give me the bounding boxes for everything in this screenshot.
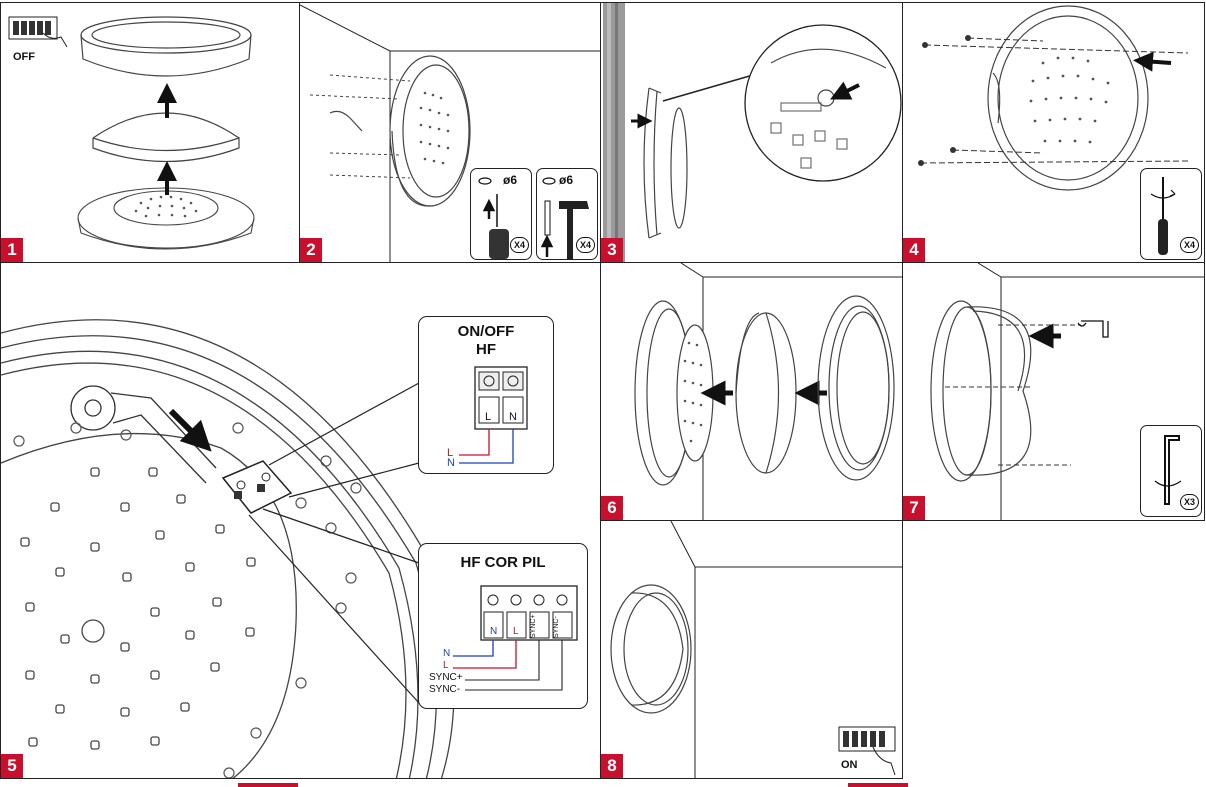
terminal-label-sync-plus: SYNC+ — [530, 614, 537, 638]
down-right-arrow-icon — [168, 408, 212, 452]
outer-ring — [80, 16, 252, 77]
wire-label-sync-minus: SYNC- — [429, 684, 461, 695]
outer-ring — [817, 295, 895, 481]
fixture-base — [643, 87, 688, 239]
wire-label-n: N — [447, 457, 455, 469]
quantity-badge: X4 — [509, 237, 529, 253]
led-array — [20, 467, 256, 750]
step-1-drawing — [8, 16, 255, 250]
led-dots — [134, 195, 198, 218]
step-7-drawing — [930, 263, 1204, 520]
hex-key-icon — [1077, 320, 1109, 338]
step-number: 6 — [601, 496, 623, 520]
breaker-switch-icon — [8, 16, 68, 48]
step-2-drawing — [300, 4, 600, 262]
step-4-panel: X4 4 — [902, 2, 1205, 263]
switch-label: ON — [841, 759, 858, 771]
step-7-panel: X3 7 — [902, 262, 1205, 521]
step-number: 3 — [601, 238, 623, 262]
terminal-label-n: N — [509, 411, 517, 423]
quantity-badge: X4 — [575, 237, 595, 253]
hole-size-label: ø6 — [559, 173, 574, 187]
step-number: 8 — [601, 754, 623, 778]
breaker-switch-icon — [838, 726, 896, 776]
wall-texture — [603, 3, 625, 262]
screwdriver-tool-box: X4 — [1140, 168, 1202, 260]
step-2-panel: ø6 X4 ø6 X4 2 — [299, 2, 601, 263]
step-8-panel: ON 8 — [600, 520, 903, 779]
terminal-label-sync-minus: SYNC- — [553, 616, 560, 638]
onoff-hf-callout: ON/OFF HF L N L N — [418, 316, 554, 474]
callout-title: HF COR PIL — [460, 554, 546, 571]
fixture-base — [389, 55, 471, 207]
led-board-base — [77, 187, 255, 250]
drill-icon — [482, 194, 509, 259]
step-5-drawing — [1, 319, 455, 778]
terminal-label-l: L — [513, 626, 519, 637]
step-number: 5 — [1, 754, 23, 778]
diffuser-dome — [735, 312, 797, 474]
step-4-drawing — [918, 5, 1189, 191]
assembled-fixture — [930, 300, 1032, 482]
step-5-panel: ON/OFF HF L N L N HF COR PIL — [0, 262, 601, 779]
drill-tool-box: ø6 X4 — [470, 168, 532, 260]
hex-key-icon — [1154, 435, 1182, 505]
step-6-panel: 6 — [600, 262, 903, 521]
step-8-drawing — [610, 521, 902, 778]
screw-lines — [309, 74, 411, 179]
bottom-red-mark — [848, 783, 908, 787]
wire-label-l: L — [447, 447, 454, 459]
cable-gland — [329, 110, 363, 132]
zoom-detail-circle — [744, 24, 902, 182]
step-3-drawing — [603, 3, 902, 262]
quantity-badge: X3 — [1179, 494, 1199, 510]
screw-lines — [945, 324, 1081, 466]
screw-holes — [13, 422, 362, 778]
led-board — [676, 324, 714, 462]
hammer-tool-box: ø6 X4 — [536, 168, 598, 260]
terminal-block — [221, 460, 293, 514]
switch-label: OFF — [13, 51, 35, 63]
hammer-icon — [540, 200, 589, 259]
step-6-drawing — [634, 263, 902, 520]
callout-title: ON/OFF — [457, 323, 515, 340]
hex-key-tool-box: X3 — [1140, 425, 1202, 517]
diffuser-dome — [92, 112, 240, 163]
fixture-closeup — [1, 319, 455, 778]
wire-label-sync-plus: SYNC+ — [429, 672, 463, 683]
connector-diagram — [453, 585, 578, 691]
wire-label-n: N — [443, 648, 451, 659]
bottom-red-mark — [238, 783, 298, 787]
step-number: 1 — [1, 238, 23, 262]
left-arrow-icon — [1133, 51, 1172, 72]
hole-size-label: ø6 — [503, 173, 518, 187]
led-dots — [419, 91, 450, 165]
step-1-panel: OFF 1 — [0, 2, 300, 263]
hf-cor-pil-callout: HF COR PIL N L SYNC+ SYNC- N L SYNC+ SYN… — [418, 543, 588, 709]
fixture-base — [987, 5, 1149, 191]
step-number: 7 — [903, 496, 925, 520]
step-number: 2 — [300, 238, 322, 262]
quantity-badge: X4 — [1179, 237, 1199, 253]
terminal-label-n: N — [490, 626, 498, 637]
connector-diagram — [459, 366, 528, 464]
wire-label-l: L — [443, 660, 449, 671]
screw-lines — [920, 37, 1189, 164]
led-dots — [1029, 56, 1110, 144]
step-number: 4 — [903, 238, 925, 262]
screwdriver-icon — [1150, 177, 1176, 255]
callout-subtitle: HF — [476, 341, 496, 358]
terminal-label-l: L — [485, 411, 492, 423]
step-3-panel: 3 — [600, 2, 903, 263]
finished-fixture — [610, 584, 692, 714]
